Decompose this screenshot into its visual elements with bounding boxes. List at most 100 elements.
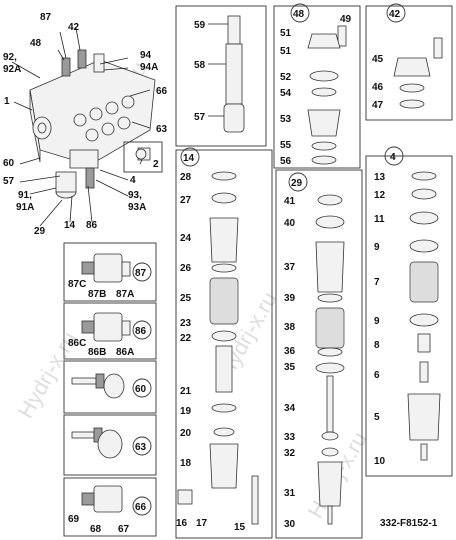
label-54: 54 [280,88,292,99]
label-53: 53 [280,114,292,125]
callout-2: 2 [123,141,163,173]
kit-63: 63 [63,414,157,476]
label-30: 30 [284,519,296,530]
label-10: 10 [374,456,386,467]
label-87c: 87C [68,279,86,290]
figure-code: 332-F8152-1 [380,518,438,529]
label-45: 45 [372,54,384,65]
callout-48-number: 48 [293,9,305,20]
label-5: 5 [374,412,380,423]
label-27: 27 [180,195,192,206]
label-66: 66 [156,86,168,97]
label-1: 1 [4,96,10,107]
label-67: 67 [118,524,130,535]
label-87a: 87A [116,289,134,300]
label-24: 24 [180,233,192,244]
valve-assembly [11,27,156,227]
label-6: 6 [374,370,380,381]
label-69: 69 [68,514,80,525]
label-92: 92, [3,52,17,63]
label-32: 32 [284,448,296,459]
label-17: 17 [196,518,208,529]
label-14: 14 [64,220,76,231]
callout-42-number: 42 [389,9,401,20]
label-55: 55 [280,140,292,151]
label-21: 21 [180,386,192,397]
label-34: 34 [284,403,296,414]
label-57: 57 [3,176,15,187]
label-86a: 86A [116,347,134,358]
label-94: 94 [140,50,152,61]
label-29: 29 [34,226,46,237]
label-68: 68 [90,524,102,535]
label-8: 8 [374,340,380,351]
label-91a: 91A [16,202,34,213]
label-13: 13 [374,172,386,183]
label-16: 16 [176,518,188,529]
callout-66-number: 66 [135,502,147,513]
callout-60-number: 60 [135,384,147,395]
label-11: 11 [374,214,385,225]
label-23: 23 [180,318,192,329]
label-57-spool: 57 [194,112,206,123]
label-56: 56 [280,156,292,167]
box-14: 14 28 27 24 26 25 23 22 21 19 20 18 16 1… [175,147,273,539]
label-15: 15 [234,522,246,533]
label-63: 63 [156,124,168,135]
label-86: 86 [86,220,98,231]
label-19: 19 [180,406,192,417]
label-33: 33 [284,432,296,443]
callout-4-number: 4 [390,152,396,163]
kit-66: 66 69 68 67 [63,477,157,537]
label-48: 48 [30,38,42,49]
kit-60: 60 [63,360,157,414]
label-28: 28 [180,172,192,183]
label-9-a: 9 [374,242,380,253]
label-9-b: 9 [374,316,380,327]
label-7: 7 [374,277,380,288]
label-93: 93, [128,190,142,201]
callout-86-number: 86 [135,326,147,337]
label-26: 26 [180,263,192,274]
label-20: 20 [180,428,192,439]
label-51-b: 51 [280,46,292,57]
label-87b: 87B [88,289,106,300]
box-42: 42 45 46 47 [365,3,453,121]
label-12: 12 [374,190,386,201]
label-86c: 86C [68,338,86,349]
callout-14-number: 14 [183,153,195,164]
label-36: 36 [284,346,296,357]
box-spool-59: 59 58 57 [175,5,267,147]
label-86b: 86B [88,347,106,358]
label-52: 52 [280,72,292,83]
label-25: 25 [180,293,192,304]
kit-86: 86 86C 86B 86A [63,302,157,360]
callout-87-number: 87 [135,268,147,279]
label-46: 46 [372,82,384,93]
label-31: 31 [284,488,296,499]
callout-29-number: 29 [291,178,303,189]
callout-2-number: 2 [153,159,159,170]
label-59: 59 [194,20,206,31]
label-37: 37 [284,262,296,273]
label-18: 18 [180,458,192,469]
box-48: 48 49 51 51 52 54 53 55 56 [273,3,361,169]
label-4: 4 [130,175,136,186]
label-87: 87 [40,12,52,23]
valve-assembly-labels: 87 42 48 92, 92A 94 94A 66 1 63 60 57 91… [3,12,168,237]
label-91: 91, [18,190,32,201]
label-41: 41 [284,196,296,207]
box-4: 4 13 12 11 9 7 9 8 6 5 10 [365,146,453,477]
label-51-a: 51 [280,28,292,39]
box-29: 29 41 40 37 39 38 36 35 34 33 32 31 30 [275,169,363,539]
callout-63-number: 63 [135,442,147,453]
label-93a: 93A [128,202,146,213]
label-40: 40 [284,218,296,229]
label-39: 39 [284,293,296,304]
label-60: 60 [3,158,15,169]
label-47: 47 [372,100,384,111]
kit-87: 87 87C 87B 87A [63,242,157,302]
label-92a: 92A [3,64,21,75]
label-22: 22 [180,333,192,344]
